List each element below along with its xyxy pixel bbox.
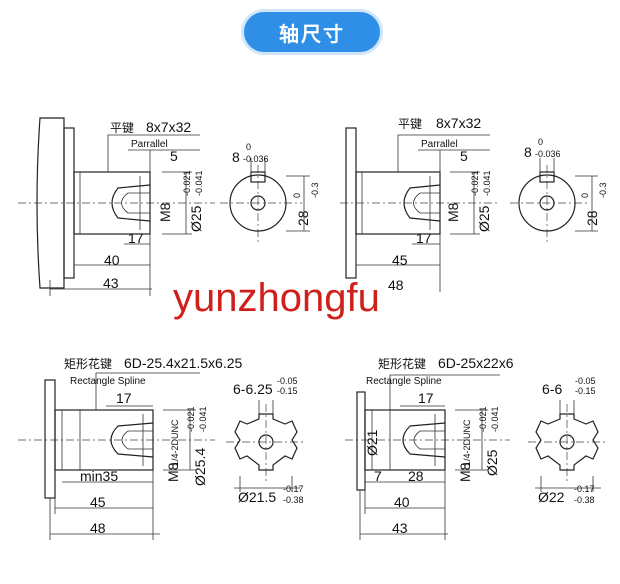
d2-keyway-tol-lower: -0.036 (535, 149, 561, 159)
d1-thread: M8 (157, 202, 173, 222)
d4-spline-en: Rectangle Spline (366, 376, 442, 387)
d2-dim-48: 48 (388, 277, 404, 293)
d1-key-spec: 8x7x32 (146, 119, 191, 135)
d3-spline-width: 6-6.25 (233, 381, 273, 397)
d3-dia: Ø25.4 (192, 448, 208, 486)
d4-spline-width-tol-lower: -0.15 (575, 386, 596, 396)
d3-dim-min35: min35 (80, 468, 118, 484)
d4-dia21: Ø21 (364, 429, 380, 456)
d2-key-en: Parrallel (421, 139, 458, 150)
d1-dia: Ø25 (188, 205, 204, 232)
d4-thread: M8 (457, 462, 473, 482)
d1-height-tol-lower: -0.3 (310, 182, 320, 198)
d4-outer-dia-tol-upper: -0.17 (574, 484, 595, 494)
d2-key-cn: 平键 (398, 117, 422, 131)
d2-dia-tol-upper: -0.021 (470, 170, 480, 196)
title-badge: 轴尺寸 (244, 12, 380, 52)
d2-keyway-tol-upper: 0 (538, 137, 543, 147)
d1-key-w: 5 (170, 148, 178, 164)
watermark-text: yunzhongfu (173, 276, 380, 320)
d3-spline-spec: 6D-25.4x21.5x6.25 (124, 355, 243, 371)
d2-key-w: 5 (460, 148, 468, 164)
d4-spline-spec: 6D-25x22x6 (438, 355, 514, 371)
d4-outer-dia-tol-lower: -0.38 (574, 495, 595, 505)
d4-spline-width: 6-6 (542, 381, 562, 397)
d2-keyway: 8 (524, 144, 532, 160)
d4-dim-7: 7 (374, 468, 382, 484)
d3-outer-dia: Ø21.5 (238, 489, 276, 505)
drawing-2-section (510, 158, 598, 242)
drawing-4-side (345, 374, 510, 540)
d2-height: 28 (584, 210, 600, 226)
d3-spline-cn: 矩形花键 (64, 356, 112, 371)
d3-outer-dia-tol-lower: -0.38 (283, 495, 304, 505)
d1-dia-tol-lower: -0.041 (194, 170, 204, 196)
d4-dia: Ø25 (484, 449, 500, 476)
drawing-1-side (18, 117, 215, 296)
d1-dim-40: 40 (104, 252, 120, 268)
d4-unc: 1/4-2DUNC (462, 419, 472, 466)
d4-dim-40: 40 (394, 494, 410, 510)
d1-keyway: 8 (232, 149, 240, 165)
d1-dia-tol-upper: -0.021 (182, 170, 192, 196)
d4-spline-width-tol-upper: -0.05 (575, 376, 596, 386)
drawing-2-side (340, 127, 500, 292)
d1-dim-43: 43 (103, 275, 119, 291)
d2-dia-tol-lower: -0.041 (482, 170, 492, 196)
d1-key-cn: 平键 (110, 121, 134, 135)
drawing-4-section (528, 400, 606, 492)
d4-dim-43: 43 (392, 520, 408, 536)
d4-spline-cn: 矩形花键 (378, 356, 426, 371)
d3-dia-tol-upper: -0.021 (186, 406, 196, 432)
d3-dim-45: 45 (90, 494, 106, 510)
d1-dim-17: 17 (128, 230, 144, 246)
d4-dim-17: 17 (418, 390, 434, 406)
d3-spline-width-tol-lower: -0.15 (277, 386, 298, 396)
d3-outer-dia-tol-upper: -0.17 (283, 484, 304, 494)
d2-thread: M8 (445, 202, 461, 222)
drawing-1-section (220, 158, 310, 242)
d3-spline-width-tol-upper: -0.05 (277, 376, 298, 386)
d1-key-en: Parrallel (131, 139, 168, 150)
d3-dim-48: 48 (90, 520, 106, 536)
d3-thread: M8 (165, 462, 181, 482)
d1-height: 28 (295, 210, 311, 226)
d2-height-tol-upper: 0 (580, 193, 590, 198)
d3-dim-17: 17 (116, 390, 132, 406)
d4-outer-dia: Ø22 (538, 489, 565, 505)
d3-unc: 1/4-2DUNC (170, 419, 180, 466)
d2-dim-45: 45 (392, 252, 408, 268)
d1-keyway-tol-lower: -0.036 (243, 154, 269, 164)
d3-spline-en: Rectangle Spline (70, 376, 146, 387)
d2-dia: Ø25 (476, 205, 492, 232)
d2-dim-17: 17 (416, 230, 432, 246)
d4-dim-28: 28 (408, 468, 424, 484)
d4-dia-tol-lower: -0.041 (490, 406, 500, 432)
drawing-3-side (18, 372, 215, 540)
d4-dia-tol-upper: -0.021 (478, 406, 488, 432)
d3-dia-tol-lower: -0.041 (198, 406, 208, 432)
d1-height-tol-upper: 0 (292, 193, 302, 198)
d2-key-spec: 8x7x32 (436, 115, 481, 131)
d1-keyway-tol-upper: 0 (246, 142, 251, 152)
drawing-3-section (226, 400, 306, 492)
d2-height-tol-lower: -0.3 (598, 182, 608, 198)
